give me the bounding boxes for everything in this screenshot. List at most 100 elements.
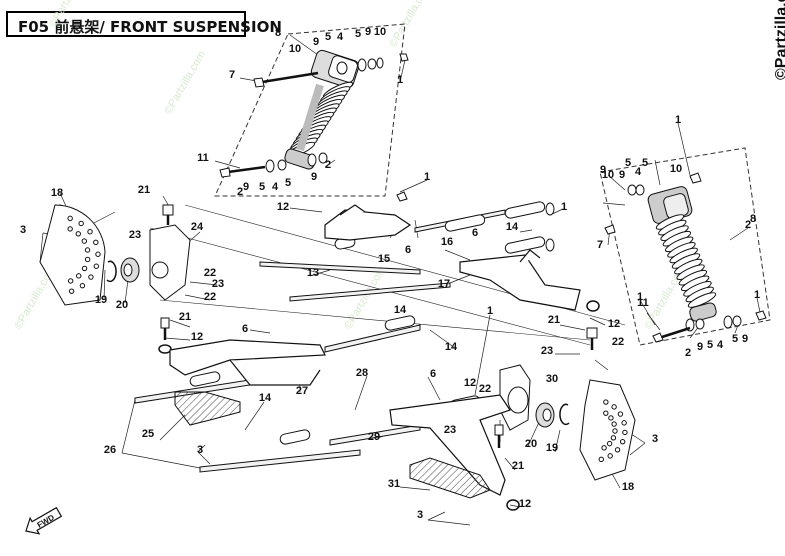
right-shock-dashed-box <box>599 147 771 346</box>
callout-number: 9 <box>742 333 748 345</box>
callout-number: 19 <box>546 442 558 454</box>
disc-hole <box>67 215 73 222</box>
steering-knuckles <box>149 224 531 431</box>
disc-hole <box>95 251 101 257</box>
callout-number: 1 <box>487 305 493 317</box>
diagram-title-box: F05 前悬架/ FRONT SUSPENSION <box>6 11 282 37</box>
callout-number: 9 <box>311 171 317 183</box>
watermark-text: ©Partzilla.com <box>47 0 93 30</box>
callout-number: 31 <box>388 478 400 490</box>
callout-number: 5 <box>732 333 738 345</box>
callout-number: 6 <box>242 323 248 335</box>
callout-number: 23 <box>212 278 224 290</box>
disc-hole <box>614 447 621 453</box>
callout-number: 11 <box>637 297 649 309</box>
callout-number: 14 <box>445 341 458 353</box>
callout-number: 10 <box>602 169 614 181</box>
callout-number: 1 <box>561 201 567 213</box>
disc-hole <box>607 453 613 459</box>
disc-hole <box>68 288 75 294</box>
callout-number: 9 <box>313 36 319 48</box>
callout-number: 17 <box>438 278 450 290</box>
lower-a-arms <box>169 339 511 496</box>
callout-number: 9 <box>365 26 371 38</box>
callout-number: 3 <box>417 509 423 521</box>
watermark-text: ©Partzilla.com <box>162 49 208 117</box>
callout-number: 21 <box>179 311 191 323</box>
spring-coil <box>687 292 717 308</box>
callout-number: 12 <box>277 201 289 213</box>
disc-hole <box>84 247 91 253</box>
callout-number: 18 <box>622 481 634 493</box>
disc-hole <box>84 256 91 263</box>
snap-rings <box>106 260 600 511</box>
left-shock-dashed-box <box>214 23 406 197</box>
disc-hole <box>611 421 617 427</box>
disc-hole <box>75 231 81 237</box>
callout-number: 6 <box>405 244 411 256</box>
callout-number: 6 <box>430 368 436 380</box>
callout-number: 12 <box>464 377 476 389</box>
callout-number: 22 <box>612 336 624 348</box>
callout-number: 5 <box>707 339 713 351</box>
callout-number: 12 <box>191 331 203 343</box>
disc-hole <box>622 429 628 436</box>
callout-number: 19 <box>95 294 107 306</box>
disc-hole <box>67 226 73 232</box>
upper-a-arms <box>324 204 581 311</box>
callout-number: 9 <box>243 181 249 193</box>
callout-number: 5 <box>355 28 361 40</box>
callout-number: 4 <box>272 181 279 193</box>
callout-number: 2 <box>237 186 243 198</box>
disc-hole <box>81 238 87 244</box>
disc-hole <box>608 415 614 421</box>
callout-number: 1 <box>424 171 430 183</box>
callout-number: 12 <box>519 498 531 510</box>
callout-number: 13 <box>307 267 319 279</box>
callout-number: 5 <box>325 31 331 43</box>
callout-number: 9 <box>697 341 703 353</box>
callout-number: 5 <box>285 177 291 189</box>
disc-hole <box>81 265 88 272</box>
callout-number: 4 <box>337 31 344 43</box>
callout-number: 18 <box>51 187 63 199</box>
callout-number: 2 <box>685 347 691 359</box>
disc-hole <box>603 410 609 416</box>
disc-hole <box>619 438 626 445</box>
callout-number: 20 <box>116 299 128 311</box>
callout-number: 16 <box>441 236 453 248</box>
callout-number: 8 <box>275 27 281 39</box>
disc-hole <box>606 440 613 447</box>
callout-number: 10 <box>670 163 682 175</box>
disc-hole <box>598 456 604 463</box>
hardware-washers <box>265 57 742 332</box>
callout-number: 23 <box>541 345 553 357</box>
forward-direction-badge: FWD <box>25 506 63 535</box>
disc-hole <box>610 435 617 441</box>
disc-hole <box>611 404 617 410</box>
callout-number: 22 <box>204 267 216 279</box>
callout-number: 2 <box>325 159 331 171</box>
callout-number: 10 <box>374 26 386 38</box>
callout-number: 12 <box>608 318 620 330</box>
right-shock-absorber <box>647 186 717 322</box>
callout-number: 10 <box>289 43 301 55</box>
callout-number: 1 <box>397 74 403 86</box>
callout-number: 26 <box>104 444 116 456</box>
callout-number: 21 <box>138 184 150 196</box>
callout-number: 21 <box>548 314 560 326</box>
callout-number: 27 <box>296 385 308 397</box>
callout-number: 30 <box>546 373 558 385</box>
disc-hole <box>621 420 627 426</box>
callout-number: 14 <box>394 304 407 316</box>
disc-hole <box>601 445 607 451</box>
a-arm-guards <box>174 391 491 499</box>
disc-hole <box>93 263 100 269</box>
callout-number: 15 <box>378 253 390 265</box>
callout-number: 8 <box>750 213 756 225</box>
callout-number: 3 <box>652 433 658 445</box>
callout-number: 5 <box>642 157 648 169</box>
